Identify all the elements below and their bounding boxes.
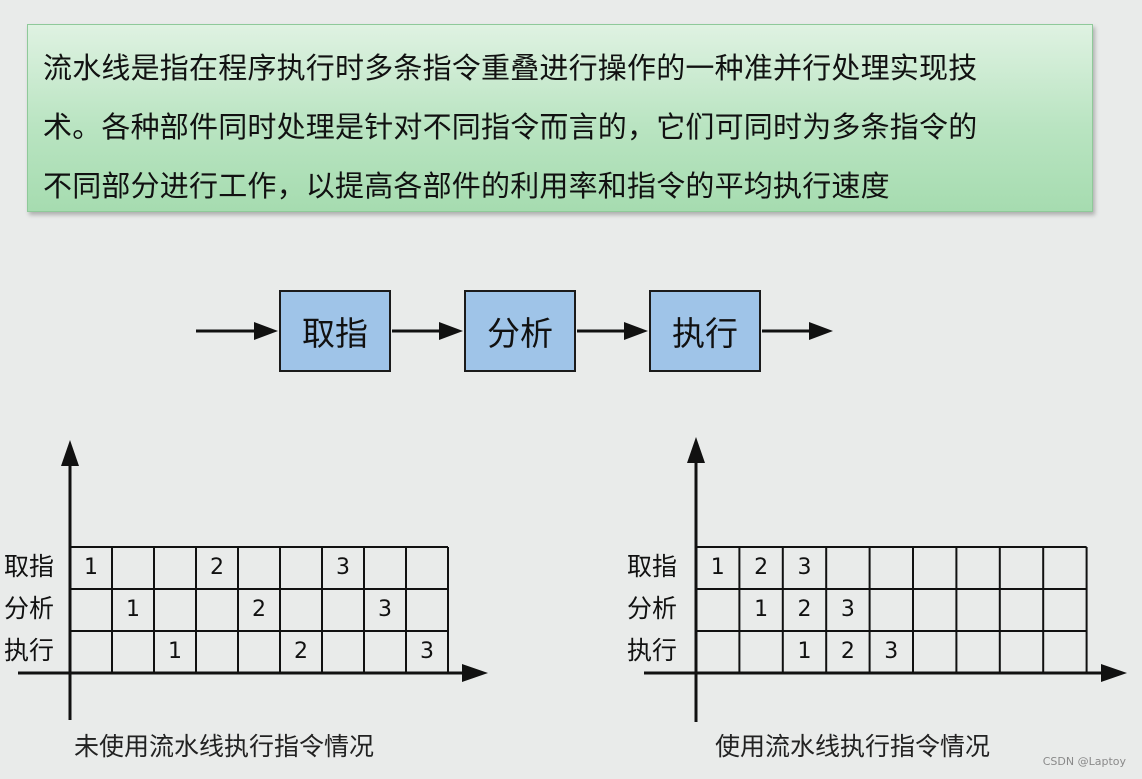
flow-arrow-out-head (809, 322, 833, 340)
stage-label: 执行 (672, 314, 738, 353)
left-grid-cell-number: 2 (252, 597, 266, 622)
left-grid-cell-number: 1 (126, 597, 140, 622)
left-grid-cell-number: 1 (168, 639, 182, 664)
right-grid-cell-number: 2 (840, 639, 855, 664)
description-line: 术。各种部件同时处理是针对不同指令而言的，它们可同时为多条指令的 (43, 110, 978, 144)
left-grid-cell-number: 2 (294, 639, 308, 664)
right-grid-cell-number: 2 (797, 597, 812, 622)
left-y-axis-arrowhead (61, 440, 79, 466)
stage-fetch-box: 取指 (279, 290, 391, 372)
left-grid-cell-number: 3 (420, 639, 434, 664)
left-row-label-analyze: 分析 (4, 594, 55, 623)
watermark: CSDN @Laptoy (1042, 755, 1126, 768)
right-x-axis-arrowhead (1101, 664, 1127, 682)
right-grid-cell-number: 2 (754, 555, 769, 580)
left-row-label-fetch: 取指 (4, 552, 55, 581)
description-box: 流水线是指在程序执行时多条指令重叠进行操作的一种准并行处理实现技 术。各种部件同… (27, 24, 1093, 212)
right-row-label-fetch: 取指 (627, 552, 678, 581)
flow-arrow-analyze-to-execute-head (624, 322, 648, 340)
right-row-label-analyze: 分析 (627, 594, 678, 623)
description-line: 不同部分进行工作，以提高各部件的利用率和指令的平均执行速度 (43, 169, 890, 203)
stage-execute-box: 执行 (649, 290, 761, 372)
stage-label: 分析 (487, 314, 553, 353)
left-grid-cell-number: 2 (210, 555, 224, 580)
left-grid-cell-number: 1 (84, 555, 98, 580)
stage-label: 取指 (302, 314, 368, 353)
left-row-label-execute: 执行 (4, 636, 55, 665)
stage-analyze-box: 分析 (464, 290, 576, 372)
left-grid-cell-number: 3 (336, 555, 350, 580)
right-grid-cell-number: 3 (797, 555, 812, 580)
right-grid-cell-number: 1 (754, 597, 769, 622)
right-grid-cell-number: 1 (797, 639, 812, 664)
flow-arrow-fetch-to-analyze-head (439, 322, 463, 340)
left-grid-caption: 未使用流水线执行指令情况 (74, 732, 375, 761)
left-x-axis-arrowhead (462, 664, 488, 682)
right-row-label-execute: 执行 (627, 636, 678, 665)
right-grid-caption: 使用流水线执行指令情况 (715, 732, 991, 761)
right-y-axis-arrowhead (687, 437, 705, 463)
flow-arrow-in-head (254, 322, 278, 340)
left-grid-cell-number: 3 (378, 597, 392, 622)
right-grid-cell-number: 3 (884, 639, 899, 664)
description-line: 流水线是指在程序执行时多条指令重叠进行操作的一种准并行处理实现技 (43, 51, 978, 85)
right-grid-cell-number: 3 (840, 597, 855, 622)
right-grid-cell-number: 1 (710, 555, 725, 580)
